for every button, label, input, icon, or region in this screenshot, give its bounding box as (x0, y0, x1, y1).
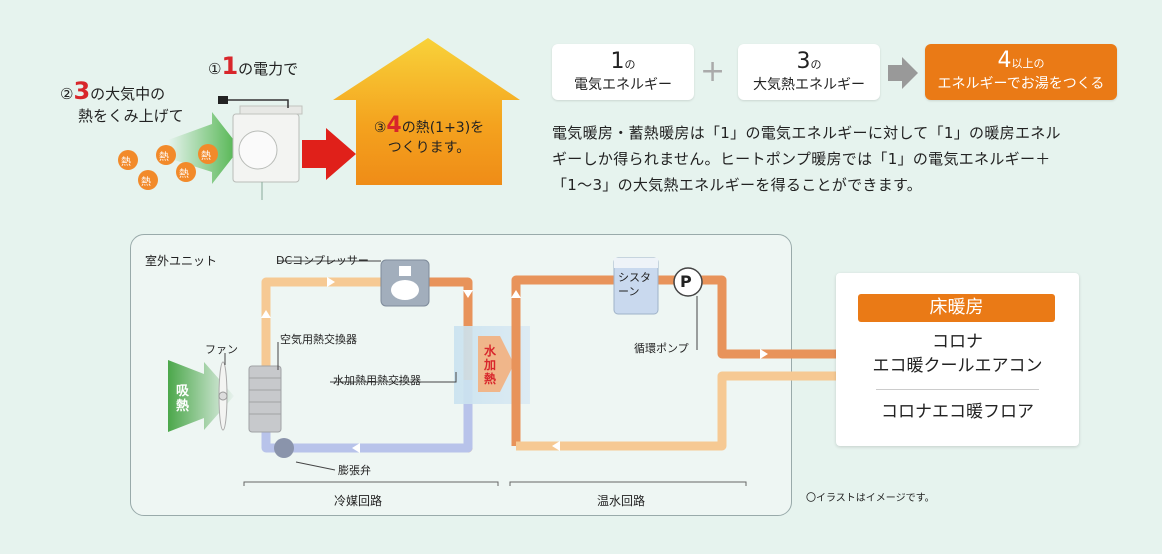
description-line: 電気暖房・蓄熱暖房は「1」の電気エネルギーに対して「1」の暖房エネル (552, 124, 1061, 142)
pump-mark: P (680, 272, 692, 291)
water-hx-label: 水加熱用熱交換器 (333, 374, 421, 387)
floor-heating-divider (876, 389, 1039, 390)
step2-label: ②3の大気中の 熱をくみ上げて (60, 77, 184, 127)
fan-label: ファン (205, 343, 238, 356)
box3-small: 以上の (1011, 57, 1045, 70)
electric-energy-box: 1の 電気エネルギー (552, 44, 694, 100)
floor-heating-panel: 床暖房 コロナ エコ暖クールエアコン コロナエコ暖フロア (836, 273, 1079, 446)
floor-heating-title: 床暖房 (858, 294, 1055, 322)
outdoor-unit-label: 室外ユニット (145, 254, 218, 268)
heat-char: 熱 (159, 152, 169, 163)
heat-char: 熱 (141, 177, 151, 188)
house-shape (333, 38, 520, 185)
step2-value: 3 (73, 77, 91, 105)
step3-circle-number: ③ (373, 120, 387, 136)
description-line: ギーしか得られません。ヒートポンプ暖房では「1」の電気エネルギー＋ (552, 150, 1051, 168)
expansion-valve-label: 膨張弁 (338, 464, 371, 477)
heat-bubbles (118, 144, 218, 190)
box2-label: 大気熱エネルギー (753, 77, 865, 93)
step3-text2: つくります。 (387, 140, 471, 156)
step2-text2: 熱をくみ上げて (78, 107, 184, 125)
output-red-arrow (302, 128, 356, 180)
intake-arrow (168, 360, 234, 432)
intake-label: 吸熱 (176, 384, 190, 414)
compressor-label: DCコンプレッサー (276, 254, 369, 267)
equals-arrow-icon (888, 57, 918, 89)
floor-heating-line3: コロナエコ暖フロア (881, 402, 1034, 422)
step3-value: 4 (386, 113, 402, 138)
box2-small: の (810, 58, 822, 71)
refrigerant-pipes (261, 277, 473, 453)
heat-characters: 熱 熱 熱 熱 熱 (120, 151, 220, 191)
air-hx-label: 空気用熱交換器 (280, 333, 357, 346)
box1-number: 1 (610, 49, 625, 74)
step1-value: 1 (221, 52, 239, 80)
hot-water-pipes (511, 275, 836, 451)
plus-sign: + (700, 54, 726, 89)
box3-label: エネルギーでお湯をつくる (937, 76, 1105, 92)
step3-text: の熱(1+3)を (401, 120, 485, 136)
box2-number: 3 (796, 49, 811, 74)
atmospheric-energy-box: 3の 大気熱エネルギー (738, 44, 880, 100)
step1-text: の電力で (238, 60, 299, 78)
description-text: 電気暖房・蓄熱暖房は「1」の電気エネルギーに対して「1」の暖房エネル ギーしか得… (552, 120, 1132, 198)
heat-char: 熱 (201, 151, 211, 162)
step1-label: ①1の電力で (208, 52, 298, 80)
refrigerant-circuit-label: 冷媒回路 (334, 494, 383, 508)
cistern-label: シスターン (618, 271, 651, 298)
hot-water-circuit-label: 温水回路 (597, 494, 646, 508)
illustration-note: 〇イラストはイメージです。 (806, 493, 935, 504)
box3-number: 4 (997, 48, 1012, 73)
water-heat-label: 水加熱 (484, 344, 497, 386)
result-energy-box: 4以上の エネルギーでお湯をつくる (925, 44, 1117, 100)
step2-text: の大気中の (90, 85, 166, 103)
step3-label: ③4の熱(1+3)を つくります。 (356, 113, 502, 158)
floor-heating-line1: コロナ (932, 332, 983, 352)
box1-small: の (624, 58, 636, 71)
air-heat-exchanger (248, 365, 282, 433)
heat-char: 熱 (179, 169, 189, 180)
heat-char: 熱 (121, 157, 131, 168)
box1-label: 電気エネルギー (574, 77, 672, 93)
description-line: 「1～3」の大気熱エネルギーを得ることができます。 (552, 176, 923, 194)
pump-label: 循環ポンプ (634, 342, 689, 355)
water-heat-arrow (478, 336, 514, 392)
floor-heating-line2: エコ暖クールエアコン (872, 356, 1043, 376)
step2-circle-number: ② (60, 85, 74, 103)
step1-circle-number: ① (208, 60, 222, 78)
expansion-valve (274, 438, 294, 458)
pump (673, 267, 703, 297)
heat-pump-illustration (118, 38, 520, 200)
outdoor-unit-fan (238, 130, 278, 170)
